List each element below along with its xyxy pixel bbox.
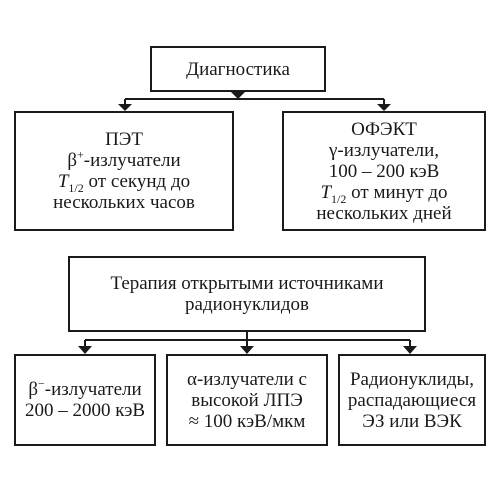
alpha-line3: ≈ 100 кэВ/мкм: [188, 410, 306, 432]
pet-beta-text: -излучатели: [83, 150, 181, 171]
pet-halflife-line: T1/2 от секунд до: [57, 171, 191, 195]
alpha-box: α-излучатели с высокой ЛПЭ ≈ 100 кэВ/мкм: [166, 354, 328, 446]
ofekt-half-text: от минут до: [346, 181, 448, 203]
ec-line3: ЭЗ или ВЭК: [362, 410, 462, 432]
therapy-root-box: Терапия открытыми источниками радионукли…: [68, 256, 426, 332]
arrowhead-diagnostics: [231, 92, 245, 99]
therapy-root-line1: Терапия открытыми источниками: [110, 273, 384, 294]
pet-beta-sup: +: [77, 147, 84, 162]
ofekt-title: ОФЭКТ: [351, 118, 417, 140]
arrowhead-alpha: [240, 346, 254, 354]
alpha-line1: α-излучатели с: [186, 368, 307, 390]
arrowhead-ec: [403, 346, 417, 354]
beta-minus-line: β−-излучатели: [28, 376, 142, 400]
pet-emitters-line: β+-излучатели: [67, 147, 181, 171]
beta-minus-energy: 200 – 2000 кэВ: [24, 400, 146, 421]
beta-minus-symbol: β: [28, 379, 38, 400]
therapy-connectors: [84, 332, 411, 346]
diagnostics-root-box: Диагностика: [150, 46, 326, 92]
ofekt-energy: 100 – 200 кэВ: [328, 160, 440, 182]
beta-minus-sup: −: [38, 376, 45, 391]
ofekt-gamma: γ-излучатели,: [328, 139, 439, 161]
pet-half-symbol: T: [57, 171, 69, 192]
pet-half-text: от секунд до: [83, 171, 191, 192]
ec-box: Радионуклиды, распадающиеся ЭЗ или ВЭК: [338, 354, 486, 446]
ofekt-box: ОФЭКТ γ-излучатели, 100 – 200 кэВ T1/2 о…: [282, 111, 486, 231]
diagnostics-connectors: [124, 92, 385, 104]
arrowhead-beta: [78, 346, 92, 354]
ec-line2: распадающиеся: [347, 389, 477, 411]
therapy-root-line2: радионуклидов: [185, 294, 309, 315]
alpha-line2: высокой ЛПЭ: [191, 389, 303, 411]
ofekt-half-sub: 1/2: [331, 191, 347, 206]
pet-beta-symbol: β: [67, 150, 77, 171]
diagnostics-root-label: Диагностика: [186, 58, 290, 80]
ofekt-half-symbol: T: [320, 181, 332, 203]
ec-line1: Радионуклиды,: [349, 368, 475, 390]
pet-title: ПЭТ: [105, 129, 143, 150]
pet-half-sub: 1/2: [68, 180, 84, 195]
arrowhead-pet: [118, 104, 132, 111]
pet-box: ПЭТ β+-излучатели T1/2 от секунд до неск…: [14, 111, 234, 231]
ofekt-halflife-line: T1/2 от минут до: [320, 181, 448, 206]
beta-minus-box: β−-излучатели 200 – 2000 кэВ: [14, 354, 156, 446]
pet-halflife-tail: нескольких часов: [53, 192, 195, 213]
ofekt-halflife-tail: нескольких дней: [316, 202, 452, 224]
beta-minus-text: -излучатели: [44, 379, 142, 400]
arrowhead-ofekt: [377, 104, 391, 111]
